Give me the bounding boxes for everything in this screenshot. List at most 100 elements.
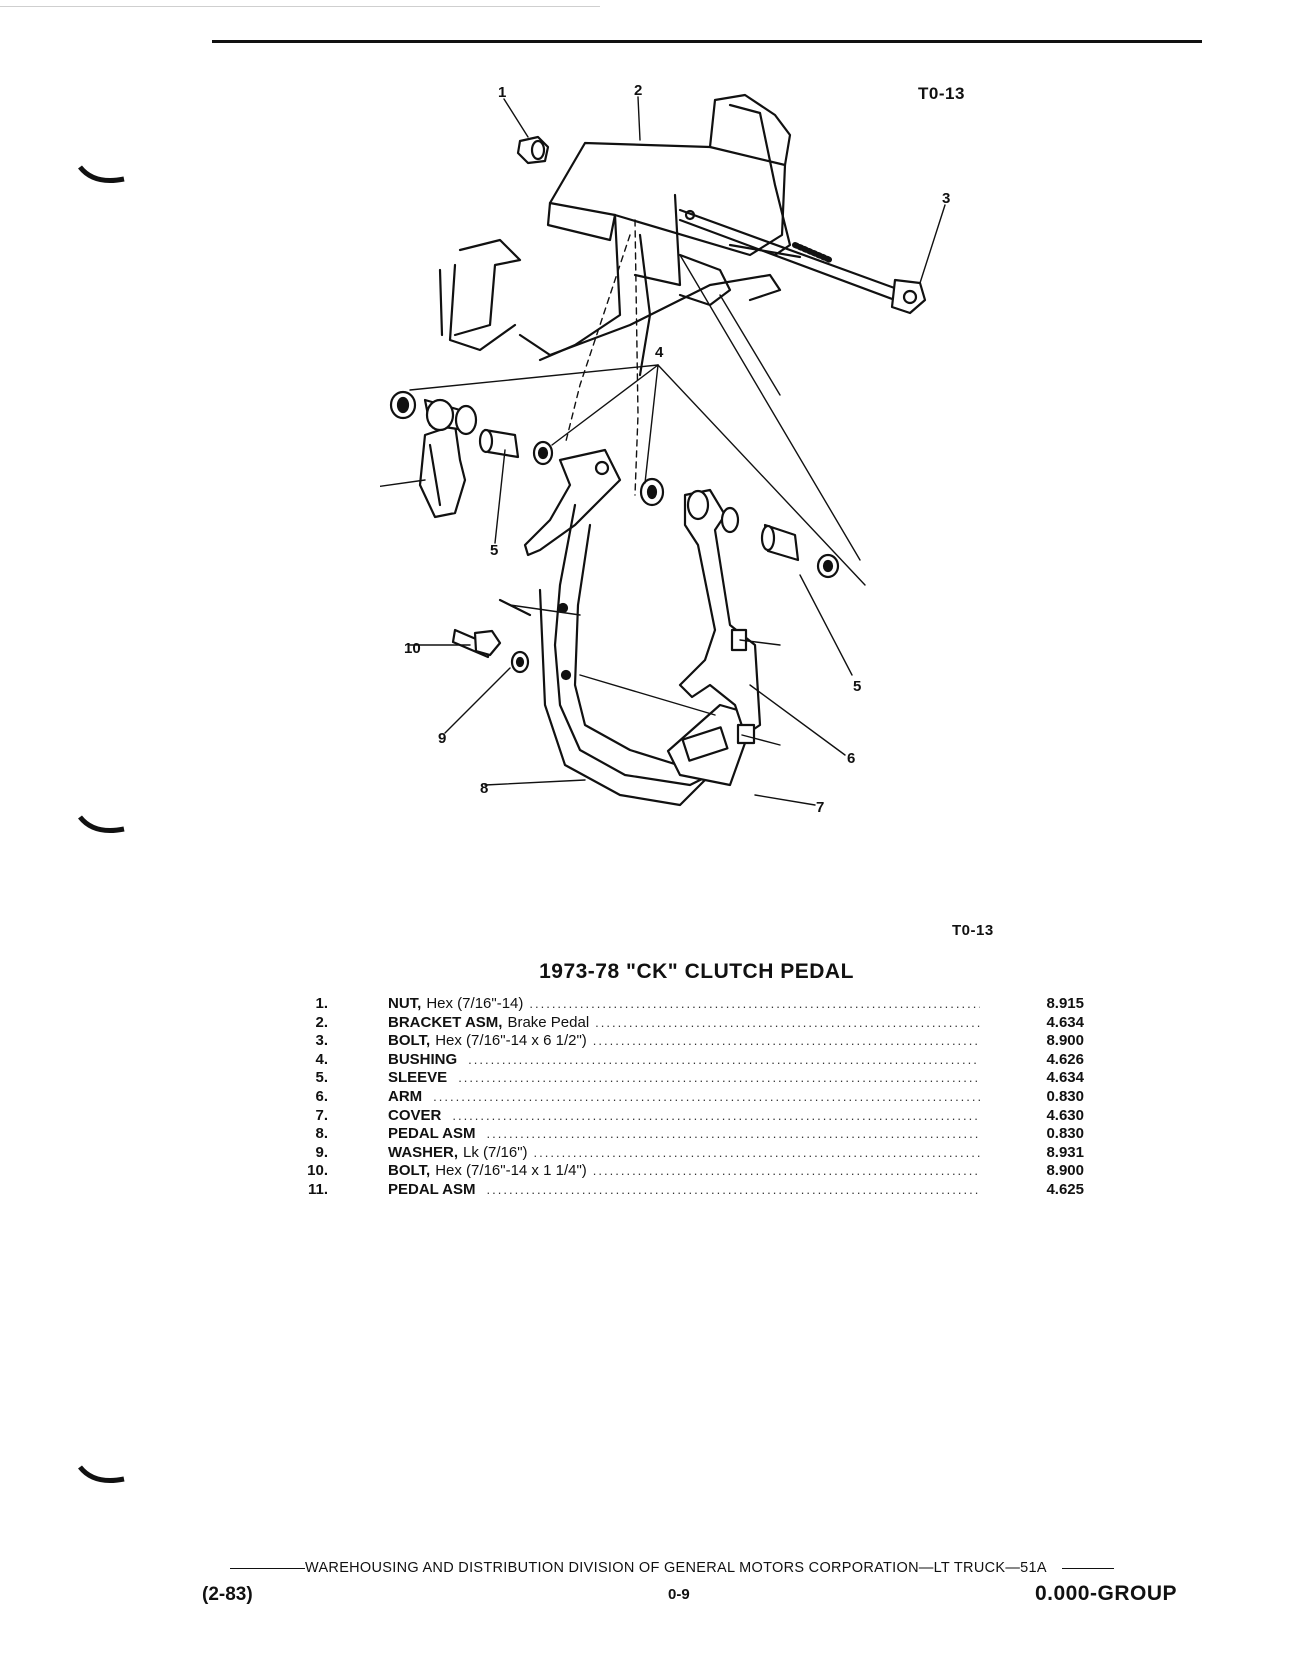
pedal-cover [666,703,757,787]
dot-leader: ........................................… [452,1107,980,1123]
leader-lines [380,96,946,806]
part-description: SLEEVE .................................… [388,1069,980,1088]
part-number: 2. [315,1013,328,1031]
pedal-assembly-left [389,390,554,519]
part-number: 8. [315,1125,328,1143]
dot-leader: ........................................… [592,1163,980,1179]
part-number: 7. [315,1106,328,1124]
binder-mark-icon [78,815,125,833]
part-row: 10. BOLT, Hex (7/16"-14 x 1 1/4") ......… [294,1162,1084,1181]
callout-2: 2 [634,85,642,99]
footer-group: 0.000-GROUP [1034,1582,1177,1605]
part-description: COVER ..................................… [388,1107,980,1126]
pedal-assembly-main [498,448,712,807]
bracket-assembly [438,93,802,377]
part-description: BOLT, Hex (7/16"-14 x 1 1/4") ..........… [388,1162,980,1181]
page-title: 1973-78 "CK" CLUTCH PEDAL [539,960,854,983]
callout-3: 3 [942,190,950,207]
part-description: BOLT, Hex (7/16"-14 x 6 1/2") ..........… [388,1032,980,1051]
callout-1: 1 [498,85,506,101]
figure-tag-bottom: T0-13 [952,922,994,939]
part-number: 6. [315,1087,328,1105]
part-spec: Hex (7/16"-14) [426,995,524,1012]
part-spec: Hex (7/16"-14 x 6 1/2") [435,1032,587,1050]
dot-leader: ........................................… [458,1070,980,1086]
dot-leader: ........................................… [468,1051,980,1067]
part-name: BRACKET ASM, [388,1013,503,1031]
part-row: 1. NUT, Hex (7/16"-14) .................… [294,995,1084,1014]
part-name: PEDAL ASM [388,1180,476,1198]
footer-date: (2-83) [202,1584,253,1605]
part-number: 9. [315,1143,328,1161]
part-name: ARM [388,1087,423,1105]
binder-mark-icon [78,165,125,183]
part-description: PEDAL ASM ..............................… [388,1125,980,1144]
part-spec: Brake Pedal [507,1013,590,1031]
clutch-pedal-diagram: 1 2 3 4 5 5 6 7 8 9 10 11 [380,85,950,816]
arm-assembly [639,477,840,745]
part-row: 5. SLEEVE ..............................… [294,1069,1084,1088]
scan-edge-line [0,6,600,7]
callout-6: 6 [847,750,855,767]
part-group-code: 4.634 [1046,1069,1084,1087]
part-name: COVER [388,1106,442,1124]
part-name: PEDAL ASM [388,1125,476,1143]
callout-labels: 1 2 3 4 5 5 6 7 8 9 10 11 [404,85,950,816]
part-group-code: 4.634 [1046,1013,1084,1031]
part-group-code: 8.915 [1046,995,1084,1012]
footer-rule-right [1062,1567,1115,1569]
part-row: 9. WASHER, Lk (7/16") ..................… [294,1144,1084,1163]
bolt-long [678,208,927,315]
part-group-code: 8.900 [1046,1162,1084,1180]
part-name: WASHER, [388,1143,459,1161]
part-number: 4. [315,1050,328,1068]
part-name: NUT, [388,995,422,1012]
dot-leader: ........................................… [592,1033,980,1049]
part-spec: Hex (7/16"-14 x 1 1/4") [435,1162,587,1180]
parts-list: 1. NUT, Hex (7/16"-14) .................… [294,995,1084,1200]
part-row: 11. PEDAL ASM ..........................… [294,1181,1084,1200]
part-group-code: 0.830 [1046,1125,1084,1143]
footer-rule-left [230,1567,305,1569]
part-number: 5. [315,1069,328,1087]
footer-division: WAREHOUSING AND DISTRIBUTION DIVISION OF… [305,1560,1047,1576]
callout-8: 8 [480,780,488,797]
part-group-code: 0.830 [1046,1087,1084,1105]
part-description: PEDAL ASM ..............................… [388,1181,980,1200]
dot-leader: ........................................… [529,996,980,1011]
callout-7: 7 [816,799,824,816]
part-group-code: 4.630 [1046,1106,1084,1124]
callout-9: 9 [438,730,446,747]
dot-leader: ........................................… [533,1144,980,1160]
part-group-code: 4.626 [1046,1050,1084,1068]
part-number: 10. [307,1162,328,1180]
part-description: BUSHING ................................… [388,1051,980,1070]
part-row: 3. BOLT, Hex (7/16"-14 x 6 1/2") .......… [294,1032,1084,1051]
footer-page-number: 0-9 [668,1586,690,1603]
part-spec: Lk (7/16") [463,1143,528,1161]
part-number: 11. [307,1180,328,1198]
small-bolt-and-washer [451,628,530,674]
dot-leader: ........................................… [595,1014,980,1030]
part-name: BUSHING [388,1050,458,1068]
figure-tag-top: T0-13 [918,84,965,103]
header-rule [212,40,1202,43]
footer-division-line: WAREHOUSING AND DISTRIBUTION DIVISION OF… [0,1560,1297,1576]
part-row: 7. COVER ...............................… [294,1107,1084,1126]
part-number: 1. [315,995,328,1012]
callout-5a: 5 [490,542,498,559]
part-row: 2. BRACKET ASM, Brake Pedal ............… [294,1014,1084,1033]
part-name: BOLT, [388,1032,431,1050]
part-row: 6. ARM .................................… [294,1088,1084,1107]
nut-hex [516,135,550,165]
dot-leader: ........................................… [486,1181,980,1197]
part-number: 3. [315,1032,328,1050]
part-name: BOLT, [388,1162,431,1180]
dot-leader: ........................................… [433,1088,980,1104]
part-description: NUT, Hex (7/16"-14) ....................… [388,995,980,1014]
dot-leader: ........................................… [486,1126,980,1142]
part-row: 8. PEDAL ASM ...........................… [294,1125,1084,1144]
callout-4: 4 [655,344,664,361]
callout-5b: 5 [853,678,861,695]
part-name: SLEEVE [388,1069,448,1087]
